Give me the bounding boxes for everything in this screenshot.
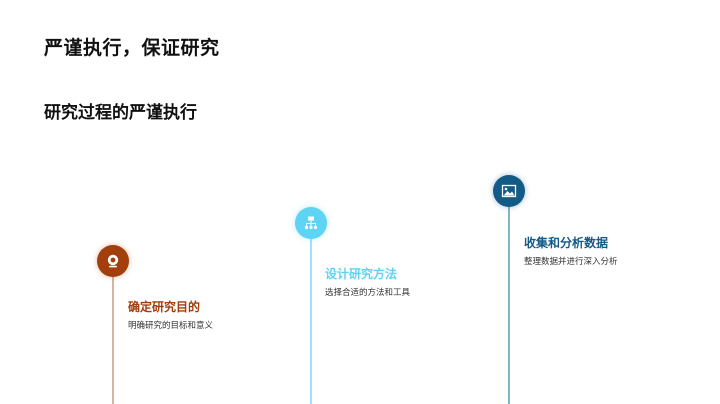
timeline-line: [508, 206, 510, 404]
step-description: 整理数据并进行深入分析: [524, 257, 618, 267]
step-icon-circle: [97, 245, 129, 277]
timeline-line: [310, 238, 312, 404]
slide-subtitle: 研究过程的严谨执行: [44, 103, 197, 123]
webcam-icon: [107, 254, 119, 268]
step-title: 设计研究方法: [325, 267, 398, 281]
step-icon-circle: [295, 207, 327, 239]
step-description: 选择合适的方法和工具: [325, 288, 411, 298]
image-icon: [501, 184, 517, 198]
timeline-line: [112, 275, 114, 404]
slide-title: 严谨执行，保证研究: [44, 37, 220, 59]
step-title: 收集和分析数据: [524, 236, 609, 250]
step-title: 确定研究目的: [128, 300, 201, 314]
step-description: 明确研究的目标和意义: [128, 321, 214, 331]
sitemap-icon: [304, 216, 318, 230]
step-icon-circle: [493, 175, 525, 207]
